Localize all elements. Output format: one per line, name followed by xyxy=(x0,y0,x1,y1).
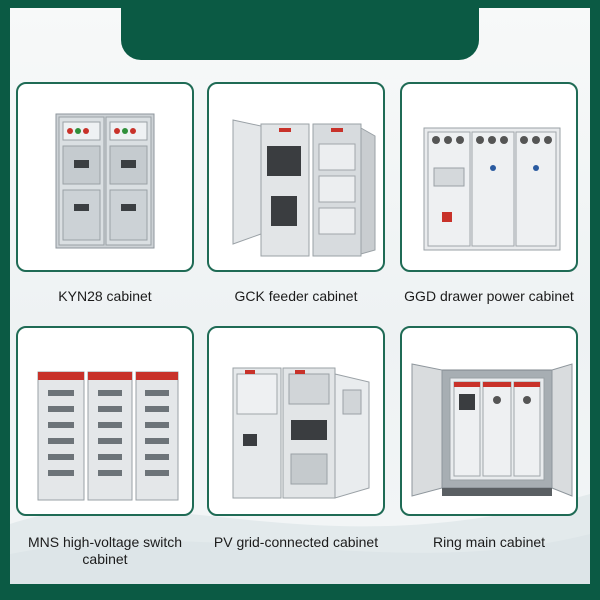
ggd-cabinet-image xyxy=(423,127,561,251)
product-card-gck[interactable] xyxy=(207,82,385,272)
product-label-ring-main: Ring main cabinet xyxy=(432,534,546,550)
gck-cabinet-image xyxy=(232,119,376,257)
product-card-ring-main[interactable] xyxy=(400,326,578,516)
product-card-kyn28[interactable] xyxy=(16,82,194,272)
product-card-ggd[interactable] xyxy=(400,82,578,272)
background-wave xyxy=(10,494,590,584)
kyn28-cabinet-image xyxy=(55,113,155,249)
product-label-ggd: GGD drawer power cabinet xyxy=(404,288,574,304)
mns-cabinet-image xyxy=(37,371,179,501)
content-area: KYN28 cabinet GCK feeder cabinet xyxy=(10,8,590,584)
header-tab xyxy=(121,8,479,60)
product-label-mns: MNS high-voltage switch cabinet xyxy=(27,534,183,567)
ring-main-cabinet-image xyxy=(411,363,573,497)
product-label-pv: PV grid-connected cabinet xyxy=(213,534,379,550)
pv-cabinet-image xyxy=(232,367,370,499)
product-label-kyn28: KYN28 cabinet xyxy=(58,288,152,304)
product-label-gck: GCK feeder cabinet xyxy=(234,288,358,304)
product-card-pv[interactable] xyxy=(207,326,385,516)
product-card-mns[interactable] xyxy=(16,326,194,516)
